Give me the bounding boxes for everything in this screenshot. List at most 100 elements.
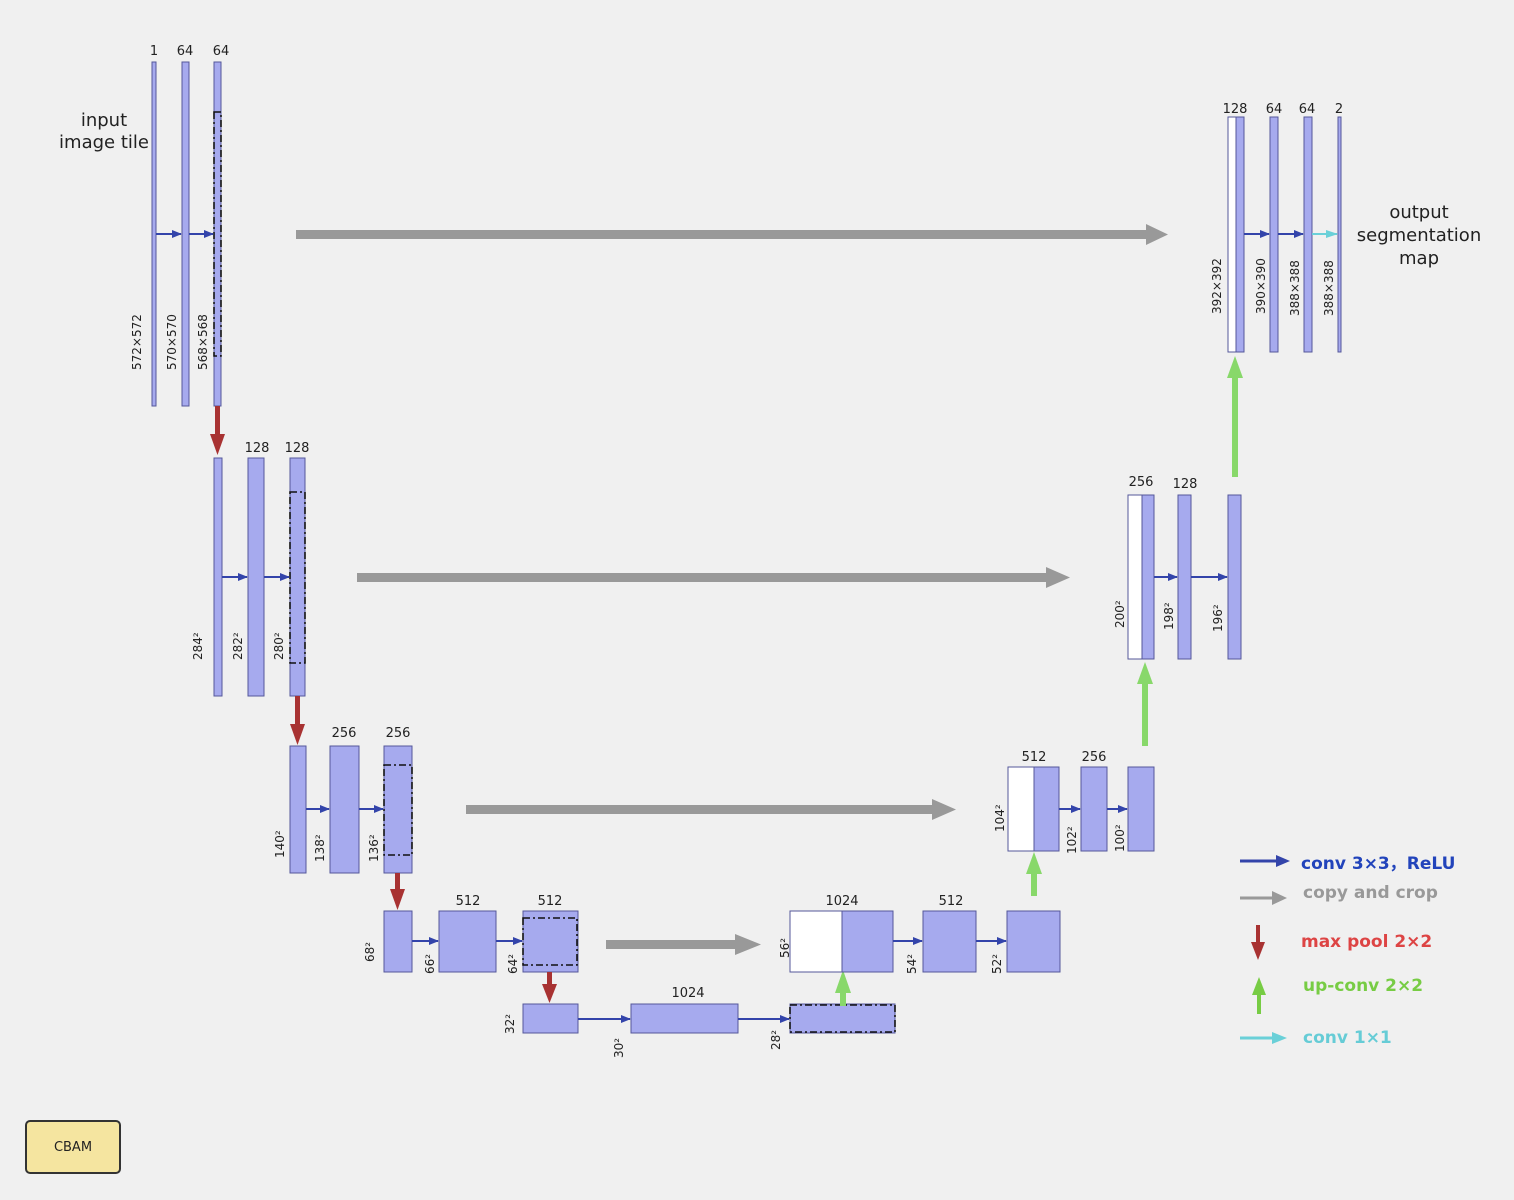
- size-label: 32²: [503, 1014, 517, 1034]
- size-label: 30²: [612, 1038, 626, 1058]
- copy-crop-arrow-l2: [357, 567, 1070, 588]
- up-conv-arrow: [1227, 356, 1243, 477]
- feature-map-bottom-input: [522, 1003, 579, 1034]
- max-pool-arrow: [290, 696, 305, 745]
- channel-label: 1: [150, 44, 158, 59]
- crop-box-bottom: [789, 1004, 896, 1033]
- cbam-button[interactable]: CBAM: [25, 1120, 121, 1174]
- output-label: map: [1399, 248, 1439, 269]
- feature-map-u4-conv1: [922, 910, 977, 973]
- size-label: 392×392: [1210, 258, 1224, 314]
- feature-map-u3-upconv: [1033, 766, 1060, 852]
- feature-map-bottom-conv2: [789, 1003, 896, 1034]
- size-label: 388×388: [1322, 260, 1336, 316]
- size-label: 64²: [506, 954, 520, 974]
- feature-map-u2-conv1: [1177, 494, 1192, 660]
- size-label: 280²: [272, 632, 286, 660]
- feature-map-l4-conv2: [522, 910, 579, 973]
- channel-label: 256: [1082, 750, 1107, 765]
- channel-label: 512: [538, 894, 563, 909]
- input-label: image tile: [59, 132, 149, 153]
- level4-encoder: 512 512 68² 66² 64²: [363, 894, 579, 974]
- size-label: 56²: [778, 938, 792, 958]
- size-label: 282²: [231, 632, 245, 660]
- legend-conv1: conv 1×1: [1240, 1028, 1392, 1048]
- feature-map-l3-conv2: [383, 745, 413, 874]
- level2-decoder: 256 128 200² 198² 196²: [1113, 475, 1242, 660]
- copied-feature-map-u3: [1007, 766, 1035, 852]
- output-label: segmentation: [1357, 225, 1481, 246]
- legend-pool: max pool 2×2: [1251, 925, 1432, 960]
- crop-box-l2: [289, 491, 306, 664]
- size-label: 568×568: [196, 314, 210, 370]
- legend: conv 3×3，ReLU copy and crop max pool 2×2…: [1240, 854, 1455, 1048]
- channel-label: 2: [1335, 102, 1343, 117]
- output-label: output: [1389, 202, 1448, 223]
- legend-conv: conv 3×3，ReLU: [1240, 854, 1455, 874]
- feature-map-u4-upconv: [841, 910, 894, 973]
- channel-label: 256: [1129, 475, 1154, 490]
- size-label: 284²: [191, 632, 205, 660]
- feature-map-l2-input: [213, 457, 223, 697]
- channel-label: 64: [177, 44, 194, 59]
- legend-upconv-label: up-conv 2×2: [1303, 976, 1423, 996]
- copied-feature-map-u1: [1227, 116, 1237, 353]
- channel-label: 512: [1022, 750, 1047, 765]
- channel-label: 64: [1266, 102, 1283, 117]
- level3-encoder: 256 256 140² 138² 136²: [273, 726, 413, 874]
- copy-crop-arrow-l3: [466, 799, 956, 820]
- size-label: 388×388: [1288, 260, 1302, 316]
- feature-map-l4-conv1: [438, 910, 497, 973]
- legend-conv1-label: conv 1×1: [1303, 1028, 1392, 1048]
- feature-map-bottom-conv1: [630, 1003, 739, 1034]
- legend-copy: copy and crop: [1240, 883, 1438, 905]
- up-conv-arrow: [1026, 852, 1042, 896]
- size-label: 198²: [1162, 602, 1176, 630]
- feature-map-l3-input: [289, 745, 307, 874]
- channel-label: 512: [456, 894, 481, 909]
- level1-decoder: 128 64 64 2 392×392 390×390 388×388 388×…: [1210, 102, 1481, 353]
- channel-label: 128: [1173, 477, 1198, 492]
- size-label: 102²: [1065, 826, 1079, 854]
- channel-label: 64: [1299, 102, 1316, 117]
- feature-map-l1-conv1: [181, 61, 190, 407]
- feature-map-u1-conv1: [1269, 116, 1279, 353]
- channel-label: 512: [939, 894, 964, 909]
- channel-label: 1024: [825, 894, 858, 909]
- channel-label: 256: [332, 726, 357, 741]
- channel-label: 1024: [671, 986, 704, 1001]
- size-label: 66²: [423, 954, 437, 974]
- size-label: 52²: [990, 954, 1004, 974]
- size-label: 200²: [1113, 600, 1127, 628]
- feature-map-u3-conv1: [1080, 766, 1108, 852]
- up-conv-arrow: [835, 970, 851, 1006]
- level1-encoder: 1 64 64 572×572 570×570 568×568 input im…: [59, 44, 230, 407]
- crop-box-l4: [522, 917, 578, 966]
- feature-map-l2-conv1: [247, 457, 265, 697]
- copy-crop-arrow-l4: [606, 934, 761, 955]
- feature-map-u2-upconv: [1141, 494, 1155, 660]
- max-pool-arrow: [542, 972, 557, 1003]
- level4-decoder: 1024 512 56² 54² 52²: [778, 894, 1061, 974]
- feature-map-u3-conv2: [1127, 766, 1155, 852]
- copy-crop-arrow-l1: [296, 224, 1168, 245]
- size-label: 136²: [367, 834, 381, 862]
- max-pool-arrow: [210, 406, 225, 455]
- legend-copy-label: copy and crop: [1303, 883, 1438, 903]
- feature-map-l1-input: [151, 61, 157, 407]
- channel-label: 64: [213, 44, 230, 59]
- size-label: 104²: [993, 804, 1007, 832]
- size-label: 570×570: [165, 314, 179, 370]
- level2-encoder: 128 128 284² 282² 280²: [191, 441, 309, 697]
- legend-conv-label: conv 3×3，ReLU: [1301, 854, 1455, 874]
- legend-upconv: up-conv 2×2: [1252, 976, 1423, 1014]
- channel-label: 128: [1223, 102, 1248, 117]
- crop-box-l3: [383, 764, 413, 856]
- up-conv-arrow: [1137, 662, 1153, 746]
- size-label: 28²: [769, 1030, 783, 1050]
- feature-map-l3-conv1: [329, 745, 360, 874]
- size-label: 572×572: [130, 314, 144, 370]
- size-label: 196²: [1211, 604, 1225, 632]
- feature-map-u2-conv2: [1227, 494, 1242, 660]
